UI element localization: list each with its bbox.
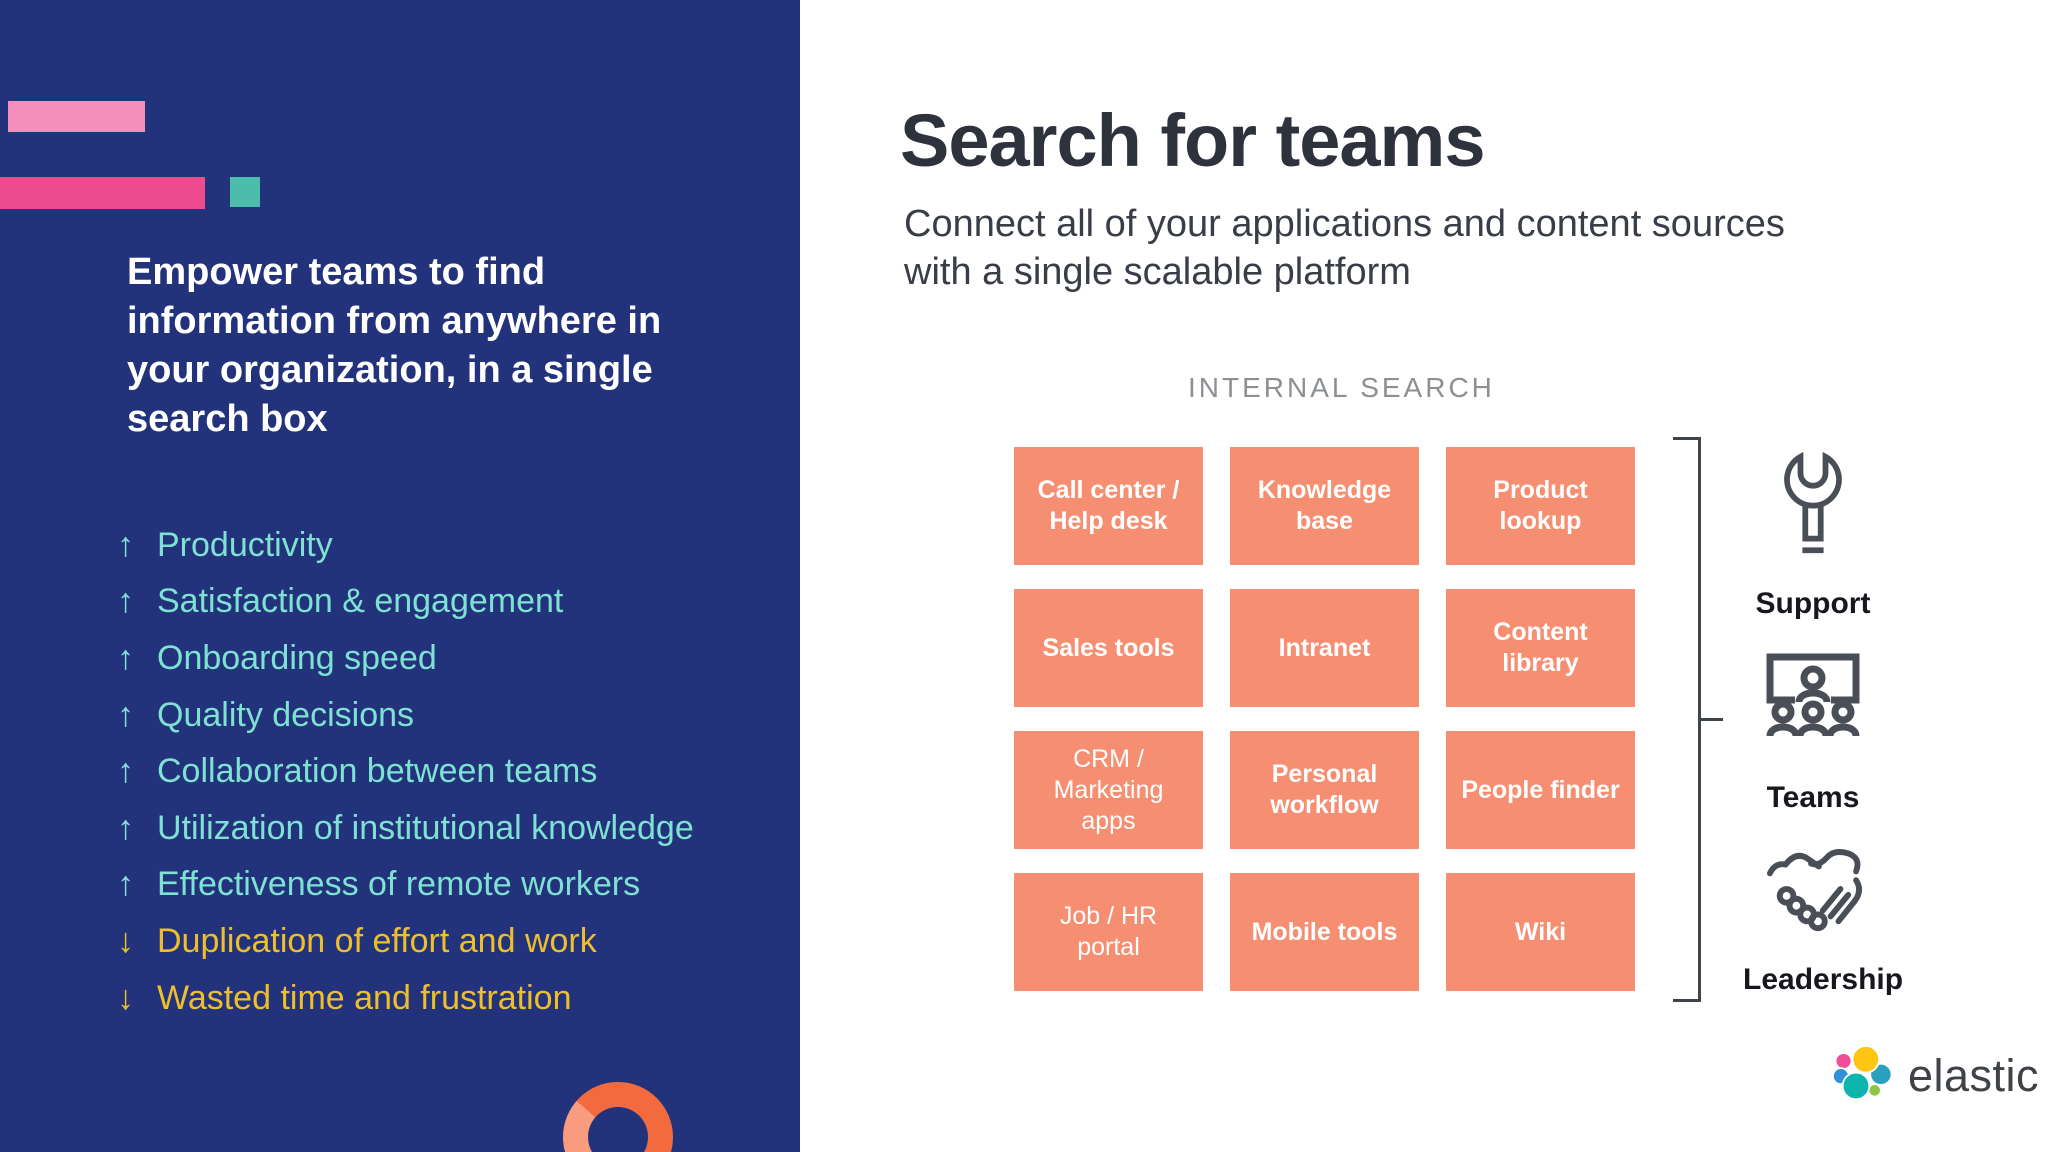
left-panel: Empower teams to find information from a… — [0, 0, 800, 1152]
handshake-icon — [1762, 849, 1864, 940]
benefit-item: ↑ Onboarding speed — [117, 630, 694, 687]
bracket-middle-tick — [1698, 718, 1723, 721]
group-label: Support — [1755, 587, 1871, 620]
trend-up-icon: ↑ — [117, 865, 134, 904]
benefit-item: ↑ Productivity — [117, 517, 694, 574]
grid-tile-personal-workflow: Personal workflow — [1230, 731, 1419, 849]
benefit-label: Wasted time and frustration — [157, 978, 572, 1017]
grid-tile-crm-marketing: CRM / Marketing apps — [1014, 731, 1203, 849]
group-label: Teams — [1766, 781, 1860, 814]
grid-tile-sales-tools: Sales tools — [1014, 589, 1203, 707]
benefit-label: Onboarding speed — [157, 638, 437, 677]
benefit-label: Effectiveness of remote workers — [157, 865, 641, 904]
elastic-logo: elastic — [1832, 1044, 2039, 1108]
grid-tile-mobile-tools: Mobile tools — [1230, 873, 1419, 991]
slide-title: Search for teams — [900, 99, 1485, 182]
grid-tile-wiki: Wiki — [1446, 873, 1635, 991]
trend-up-icon: ↑ — [117, 582, 134, 621]
benefit-label: Collaboration between teams — [157, 752, 598, 791]
deco-bar-pink-light — [8, 101, 145, 132]
bracket-top-tick — [1673, 437, 1701, 440]
trend-up-icon: ↑ — [117, 525, 134, 564]
presentation-audience-icon — [1763, 653, 1863, 750]
trend-down-icon: ↓ — [117, 921, 134, 960]
grid-tile-content-library: Content library — [1446, 589, 1635, 707]
benefit-item: ↑ Quality decisions — [117, 687, 694, 744]
benefit-item: ↑ Utilization of institutional knowledge — [117, 800, 694, 857]
grid-tile-knowledge-base: Knowledge base — [1230, 447, 1419, 565]
benefit-item: ↑ Satisfaction & engagement — [117, 574, 694, 631]
value-prop-heading: Empower teams to find information from a… — [127, 251, 662, 440]
trend-up-icon: ↑ — [117, 752, 134, 791]
benefit-label: Duplication of effort and work — [157, 921, 597, 960]
source-grid: Call center / Help desk Knowledge base P… — [1014, 447, 1635, 991]
deco-square-teal — [230, 177, 260, 207]
slide-subtitle: Connect all of your applications and con… — [904, 203, 1785, 293]
trend-up-icon: ↑ — [117, 638, 134, 677]
benefit-item: ↑ Effectiveness of remote workers — [117, 857, 694, 914]
grid-tile-product-lookup: Product lookup — [1446, 447, 1635, 565]
bracket-bottom-tick — [1673, 999, 1701, 1002]
group-support: Support — [1743, 451, 1883, 621]
grid-tile-intranet: Intranet — [1230, 589, 1419, 707]
benefit-item: ↓ Wasted time and frustration — [117, 970, 694, 1027]
donut-decoration — [563, 1082, 673, 1152]
benefit-item: ↓ Duplication of effort and work — [117, 913, 694, 970]
wrench-icon — [1782, 451, 1844, 560]
grid-tile-call-center: Call center / Help desk — [1014, 447, 1203, 565]
elastic-logomark-icon — [1832, 1044, 1896, 1108]
group-label: Leadership — [1743, 963, 1904, 996]
trend-up-icon: ↑ — [117, 808, 134, 847]
trend-down-icon: ↓ — [117, 978, 134, 1017]
benefit-label: Quality decisions — [157, 695, 415, 734]
benefit-label: Productivity — [157, 525, 333, 564]
grid-tile-job-hr-portal: Job / HR portal — [1014, 873, 1203, 991]
trend-up-icon: ↑ — [117, 695, 134, 734]
group-teams: Teams — [1743, 650, 1883, 815]
deco-bar-pink — [0, 177, 205, 209]
grid-tile-people-finder: People finder — [1446, 731, 1635, 849]
benefit-list: ↑ Productivity ↑ Satisfaction & engageme… — [117, 517, 694, 1026]
benefit-label: Utilization of institutional knowledge — [157, 808, 694, 847]
internal-search-label: INTERNAL SEARCH — [1188, 372, 1495, 403]
group-leadership: Leadership — [1743, 842, 1904, 997]
benefit-item: ↑ Collaboration between teams — [117, 743, 694, 800]
elastic-wordmark: elastic — [1908, 1050, 2040, 1101]
benefit-label: Satisfaction & engagement — [157, 582, 564, 621]
